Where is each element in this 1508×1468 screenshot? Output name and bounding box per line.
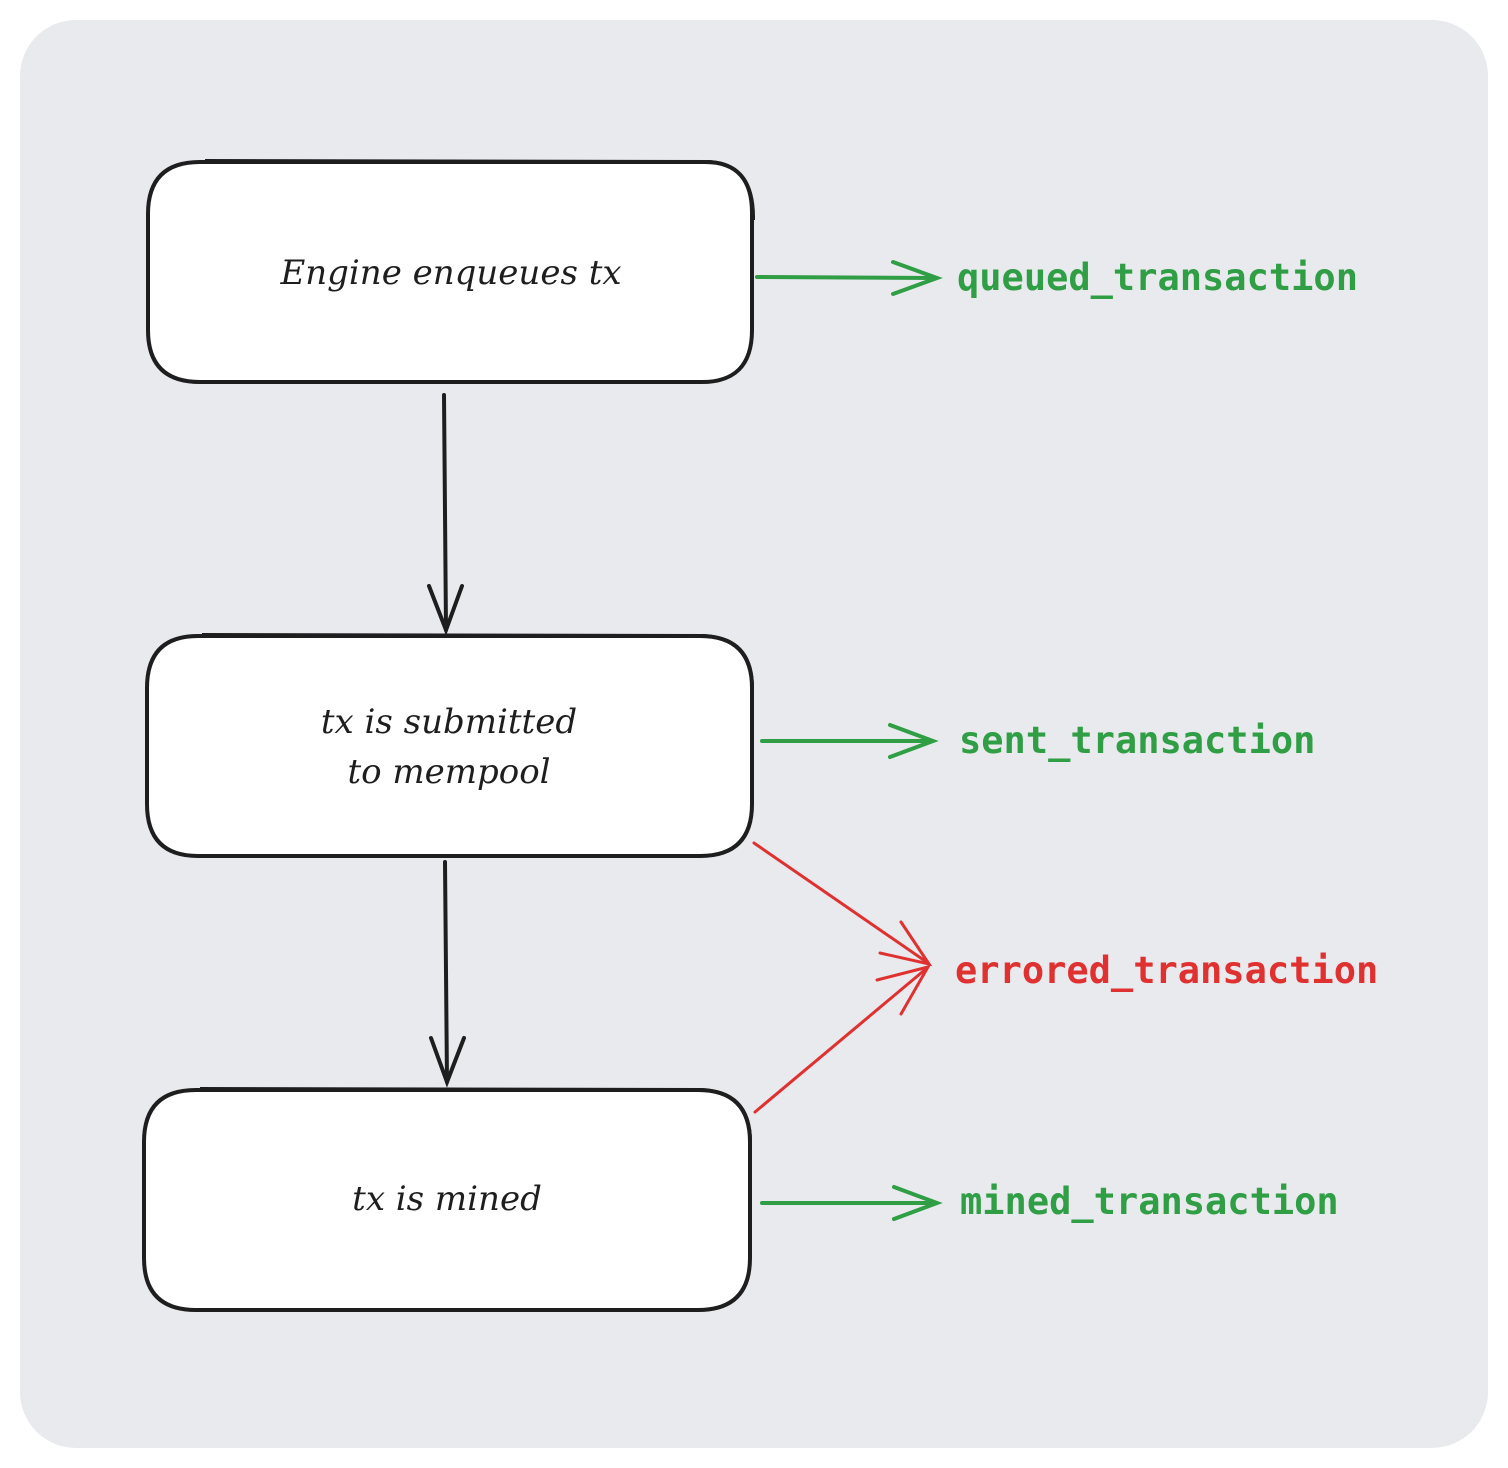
arrow-submitted-to-mined-shaft <box>443 860 449 1084</box>
arrow-enqueue-to-submitted <box>427 393 464 636</box>
event-sent-transaction: sent_transaction <box>959 719 1315 762</box>
event-errored-transaction: errored_transaction <box>955 949 1378 992</box>
arrow-mined-to-errored-head <box>875 964 932 1016</box>
arrow-submitted-to-errored <box>752 841 933 967</box>
box-submitted-shape <box>145 634 754 858</box>
arrow-mined-to-errored <box>753 964 932 1114</box>
arrow-submitted-to-mined-head <box>429 1036 466 1088</box>
arrow-to-queued-head <box>891 260 943 296</box>
box-enqueue-label: Engine enqueues tx <box>279 253 621 293</box>
arrow-enqueue-to-submitted-head <box>427 584 464 636</box>
arrow-submitted-to-errored-shaft <box>752 841 930 965</box>
box-submitted-label-line1: tx is submitted <box>321 702 577 742</box>
event-queued-transaction: queued_transaction <box>957 256 1358 299</box>
box-enqueue-sketch-stroke <box>204 159 756 221</box>
arrow-submitted-to-mined <box>429 860 466 1088</box>
arrow-to-mined-event <box>760 1185 943 1221</box>
event-mined-transaction: mined_transaction <box>960 1180 1339 1223</box>
arrow-to-queued-shaft <box>755 275 937 280</box>
arrow-to-sent <box>760 723 939 759</box>
arrow-mined-to-errored-shaft <box>753 966 929 1114</box>
box-mined-label: tx is mined <box>352 1179 542 1219</box>
box-mined[interactable]: tx is mined <box>142 1087 753 1312</box>
box-enqueue[interactable]: Engine enqueues tx <box>146 159 756 385</box>
arrow-enqueue-to-submitted-shaft <box>442 393 448 632</box>
arrow-to-queued <box>755 260 943 296</box>
box-mined-sketch-stroke <box>199 1087 753 1145</box>
box-submitted-label-line2: to mempool <box>347 752 550 792</box>
arrow-submitted-to-errored-head <box>878 920 933 967</box>
box-submitted-sketch-stroke <box>201 633 755 691</box>
box-enqueue-shape <box>146 160 755 385</box>
box-submitted[interactable]: tx is submitted to mempool <box>145 633 755 858</box>
arrow-to-sent-head <box>888 723 939 759</box>
arrow-to-mined-event-head <box>892 1185 943 1221</box>
